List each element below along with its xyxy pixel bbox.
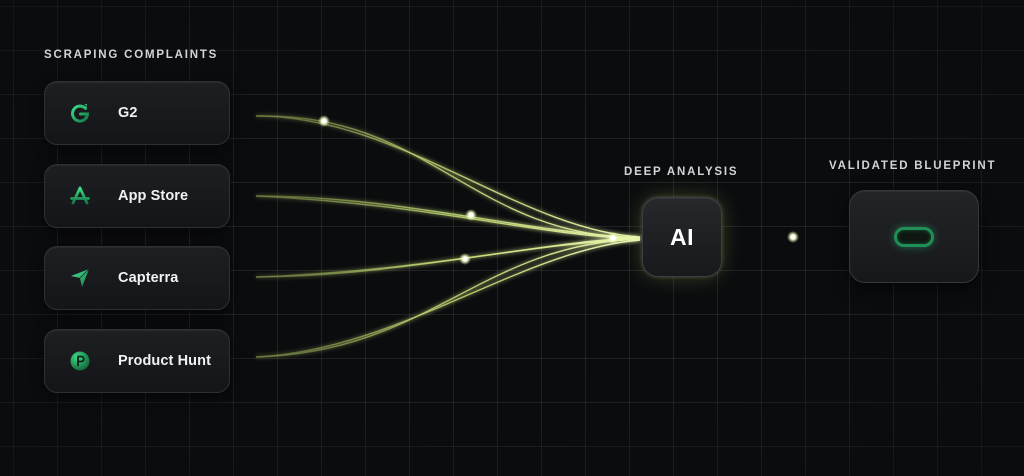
ai-analysis-node[interactable]: AI	[642, 197, 722, 277]
output-section-title: VALIDATED BLUEPRINT	[829, 160, 997, 172]
flow-particles	[318, 115, 799, 265]
source-label-g2: G2	[118, 105, 138, 121]
capterra-logo-icon	[70, 268, 90, 288]
ai-node-label: AI	[670, 223, 694, 250]
flow-line-producthunt	[255, 238, 641, 358]
flow-line-g2-secondary	[255, 115, 641, 238]
validated-blueprint-node[interactable]	[849, 190, 979, 283]
source-label-capterra: Capterra	[118, 270, 179, 286]
svg-text:2: 2	[84, 104, 87, 110]
analysis-section-title: DEEP ANALYSIS	[624, 166, 739, 178]
source-card-product-hunt[interactable]: Product Hunt	[44, 329, 230, 393]
flow-particle	[462, 256, 468, 262]
product-hunt-logo-icon	[70, 351, 90, 371]
flow-line-capterra-secondary	[255, 237, 641, 278]
source-card-g2[interactable]: 2 G2	[44, 81, 230, 145]
sources-section-title: SCRAPING COMPLAINTS	[44, 49, 219, 61]
flow-line-producthunt-secondary	[255, 239, 641, 358]
flow-line-appstore-secondary	[255, 195, 641, 240]
source-label-product-hunt: Product Hunt	[118, 353, 212, 369]
source-card-app-store[interactable]: App Store	[44, 164, 230, 228]
flow-line-appstore	[255, 195, 641, 239]
source-card-capterra[interactable]: Capterra	[44, 246, 230, 310]
flow-line-g2	[255, 115, 641, 239]
flow-particle	[321, 118, 327, 124]
app-store-logo-icon	[70, 186, 90, 206]
blueprint-pill-icon	[894, 226, 934, 247]
g2-logo-icon: 2	[70, 103, 90, 123]
flow-particle	[610, 235, 616, 241]
flow-line-capterra	[255, 238, 641, 278]
flow-particle	[468, 212, 474, 218]
flow-particle	[790, 234, 796, 240]
source-label-app-store: App Store	[118, 188, 189, 204]
